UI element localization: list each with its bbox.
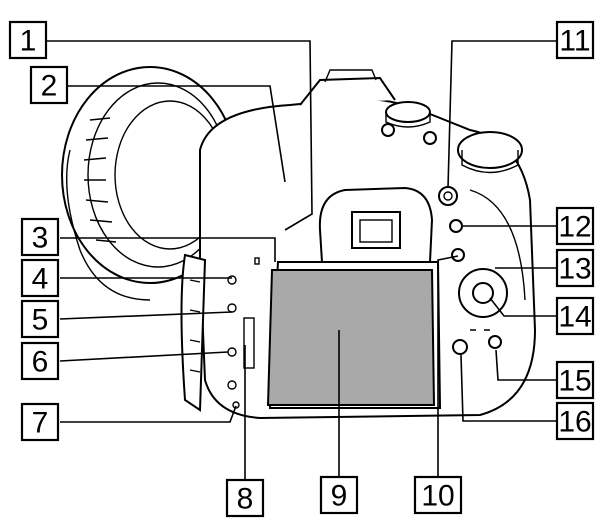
callout-12-text: 12: [558, 211, 591, 244]
callout-6-text: 6: [32, 346, 49, 379]
callout-10-text: 10: [421, 480, 454, 513]
leader-1: [46, 40, 313, 231]
callout-10: 10: [413, 475, 463, 515]
callout-12: 12: [555, 206, 595, 246]
callout-5-text: 5: [32, 304, 49, 337]
callout-9-text: 9: [331, 480, 348, 513]
callout-14: 14: [555, 296, 595, 336]
callout-11-text: 11: [559, 25, 590, 58]
callout-3-text: 3: [32, 222, 49, 255]
callout-15: 15: [555, 360, 595, 400]
rear-monitor: [254, 257, 442, 409]
callout-14-text: 14: [558, 301, 591, 334]
callout-4-text: 4: [32, 263, 49, 296]
leader-2: [67, 85, 286, 183]
callout-labels: 1 2 3 4 5 6 7 8: [8, 20, 595, 518]
callout-9: 9: [319, 475, 359, 515]
callout-15-text: 15: [558, 365, 591, 398]
leader-11: [447, 40, 560, 189]
camera-illustration: [61, 66, 537, 420]
callout-1-text: 1: [20, 25, 37, 58]
callout-5: 5: [20, 299, 60, 339]
callout-2-text: 2: [41, 70, 58, 103]
callout-8: 8: [225, 478, 265, 518]
callout-13: 13: [555, 248, 595, 288]
callout-6: 6: [20, 341, 60, 381]
leader-lines: [46, 40, 560, 482]
callout-7: 7: [20, 402, 60, 442]
callout-4: 4: [20, 258, 60, 298]
rear-controls: [438, 186, 508, 355]
leader-3: [60, 237, 276, 262]
leader-6: [59, 351, 229, 362]
callout-7-text: 7: [32, 407, 49, 440]
viewfinder-eyecup: [318, 186, 434, 263]
leader-15: [495, 349, 557, 381]
leader-5: [59, 311, 233, 320]
callout-2: 2: [29, 65, 69, 105]
callout-16: 16: [555, 401, 595, 441]
callout-13-text: 13: [558, 253, 591, 286]
leader-14: [489, 297, 557, 317]
callout-1: 1: [8, 20, 48, 60]
leader-7: [60, 405, 237, 423]
callout-16-text: 16: [558, 406, 591, 439]
callout-8-text: 8: [237, 483, 254, 516]
leader-10: [437, 255, 459, 477]
callout-3: 3: [20, 217, 60, 257]
callout-11: 11: [555, 20, 595, 60]
leader-16: [460, 354, 557, 422]
